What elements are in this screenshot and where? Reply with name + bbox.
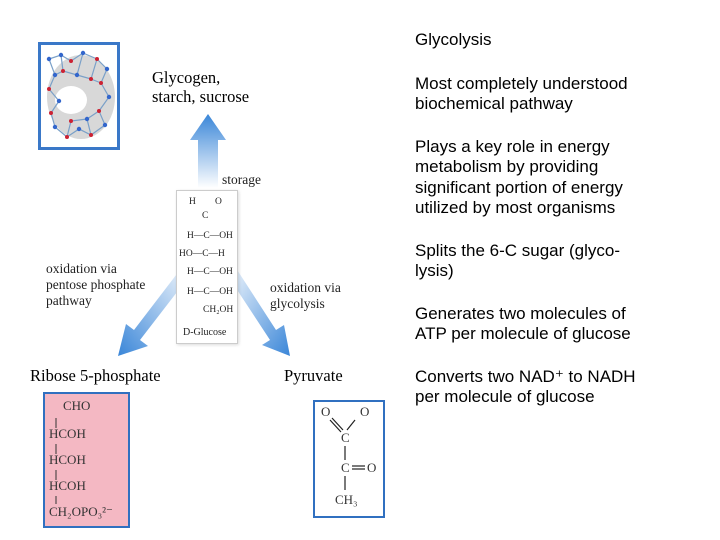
pyruvate-atom: C xyxy=(341,460,350,475)
glucose-atom: H xyxy=(189,197,196,207)
ribose-row: HCOH xyxy=(49,452,86,467)
glycogen-label: Glycogen, starch, sucrose xyxy=(152,68,250,106)
glucose-row: HO—C—H xyxy=(179,249,225,259)
bullet-item: Most completely understood biochemical p… xyxy=(415,73,628,114)
glucose-caption: D-Glucose xyxy=(183,327,227,338)
bullet-item: Converts two NAD⁺ to NADH per molecule o… xyxy=(415,366,636,407)
pyruvate-group: CH₃ xyxy=(335,492,358,507)
glycolysis-arrow-icon xyxy=(224,262,290,356)
pyruvate-atom: O xyxy=(321,404,331,419)
ribose-structure: CHO HCOH HCOH HCOH CH₂OPO₃²⁻ xyxy=(43,392,130,528)
storage-arrow-icon xyxy=(190,114,226,188)
bullet-item: Plays a key role in energy metabolism by… xyxy=(415,136,623,218)
bullet-item: Splits the 6-C sugar (glyco- lysis) xyxy=(415,240,621,281)
ribose-row: CH₂OPO₃²⁻ xyxy=(49,504,113,519)
glucose-row: H—C—OH xyxy=(187,267,233,277)
ribose-title: Ribose 5-phosphate xyxy=(30,366,161,385)
glycogen-molecule-icon xyxy=(46,50,115,139)
pentose-arrow-icon xyxy=(118,262,194,356)
pyruvate-structure: O O C C O CH₃ xyxy=(313,400,385,518)
ribose-row: CHO xyxy=(63,398,91,413)
glucose-row: H—C—OH xyxy=(187,287,233,297)
ribose-row: HCOH xyxy=(49,478,86,493)
slide-title: Glycolysis xyxy=(415,30,492,49)
glucose-atom: C xyxy=(202,211,209,221)
glycolysis-pathway-label: oxidation via glycolysis xyxy=(270,280,341,311)
glucose-structure: H O C H—C—OH HO—C—H H—C—OH H—C—OH CH₂OH … xyxy=(176,190,238,344)
pyruvate-atom: C xyxy=(341,430,350,445)
pentose-pathway-label: oxidation via pentose phosphate pathway xyxy=(46,261,146,308)
ribose-row: HCOH xyxy=(49,426,86,441)
pyruvate-title: Pyruvate xyxy=(284,366,343,385)
glucose-row: CH₂OH xyxy=(203,305,234,315)
bullet-item: Generates two molecules of ATP per molec… xyxy=(415,303,631,344)
pyruvate-atom: O xyxy=(367,460,377,475)
bullet-list: Glycolysis Most completely understood bi… xyxy=(415,30,715,420)
glucose-atom: O xyxy=(215,197,222,207)
pyruvate-atom: O xyxy=(360,404,370,419)
glycogen-image xyxy=(38,42,120,150)
storage-label: storage xyxy=(222,172,261,187)
glucose-row: H—C—OH xyxy=(187,231,233,241)
